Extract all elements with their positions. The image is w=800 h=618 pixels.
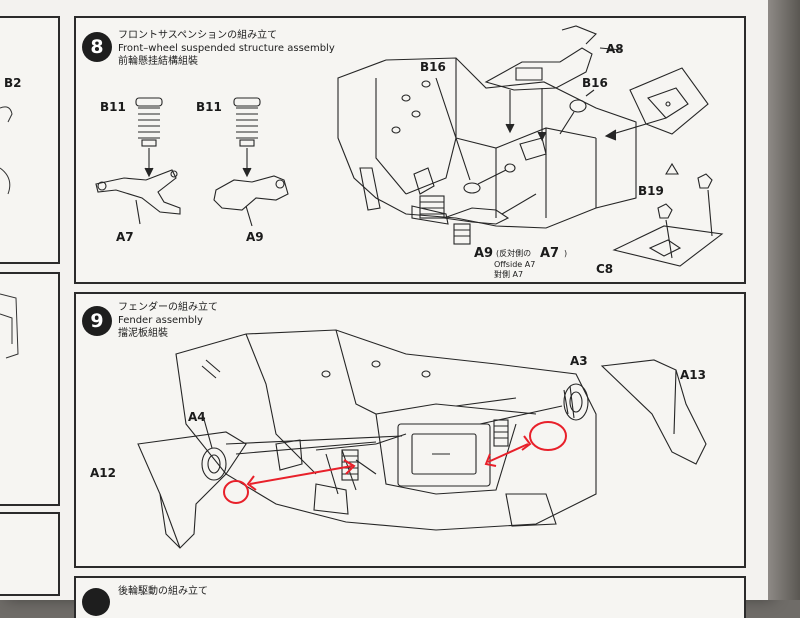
spring-b11-left [135, 97, 163, 147]
step-number-10 [82, 588, 110, 616]
offside-en: Offside A7 [494, 260, 536, 269]
a9-note-a7: A7 [540, 246, 560, 261]
left-column-panel-bottom [0, 512, 60, 596]
link-b16-left [435, 77, 516, 194]
step-9-panel: 9 フェンダーの組み立て Fender assembly 擋泥板組裝 A3 A1… [74, 292, 746, 568]
step-8-line-drawing [95, 25, 724, 267]
hub-a4 [201, 411, 227, 481]
part-label-b11-left: B11 [100, 100, 126, 114]
left-column-panel-middle [0, 272, 60, 506]
step-9-title-en: Fender assembly [118, 315, 203, 326]
step-10-title-ja: 後輪駆動の組み立て [118, 586, 208, 597]
link-b16-right [559, 89, 595, 135]
fender-a13 [600, 359, 707, 465]
arm-a7 [95, 169, 181, 225]
part-label-a9: A9 [246, 230, 264, 244]
hub-a3 [563, 383, 589, 421]
step-10-panel: 後輪駆動の組み立て [74, 576, 746, 618]
part-label-a3: A3 [570, 354, 588, 368]
left-column-drawing [0, 106, 13, 195]
step-8-title-en: Front–wheel suspended structure assembly [118, 43, 335, 54]
plate-c8 [612, 225, 724, 267]
step-9-title-ja: フェンダーの組み立て [118, 302, 218, 313]
step-number-8: 8 [82, 32, 112, 62]
step-8-title-ja: フロントサスペンションの組み立て [118, 30, 278, 41]
fender-a12 [137, 431, 247, 549]
left-column-drawing-2 [0, 293, 19, 359]
front-struts [341, 419, 509, 481]
part-label-b11-right: B11 [196, 100, 222, 114]
red-arrow-right [487, 443, 529, 463]
offside-zh: 對側 A7 [494, 270, 524, 279]
part-label-a7: A7 [116, 230, 134, 244]
red-circle-left [223, 480, 249, 504]
step-9-line-drawing [137, 329, 707, 549]
part-label-b16-right: B16 [582, 76, 608, 90]
bracket-a8 [484, 25, 597, 142]
left-column-panel-top: B2 [0, 16, 60, 264]
red-circle-right [529, 421, 567, 451]
chassis-front [337, 57, 637, 229]
part-label-a13: A13 [680, 368, 706, 382]
part-label-a12: A12 [90, 466, 116, 480]
nut-b19 [657, 173, 713, 259]
spring-b11-right [233, 97, 261, 147]
red-arrow-left [249, 465, 353, 485]
step-number-9: 9 [82, 306, 112, 336]
assembled-a9 [443, 193, 537, 245]
part-label-b2: B2 [4, 76, 22, 90]
red-annotations [223, 421, 567, 504]
part-label-b19: B19 [638, 184, 664, 198]
step-8-title-zh: 前輪懸挂結構組裝 [118, 56, 198, 67]
plate-part [604, 67, 709, 141]
a9-note-ja: (反対側の [496, 249, 532, 258]
part-label-b16-top: B16 [420, 60, 446, 74]
chassis-body [175, 329, 597, 531]
step-9-title-zh: 擋泥板組裝 [118, 328, 168, 339]
part-label-c8: C8 [596, 262, 614, 276]
part-label-a4: A4 [188, 410, 206, 424]
step-8-panel: 8 フロントサスペンションの組み立て Front–wheel suspended… [74, 16, 746, 284]
arm-a9 [213, 175, 289, 227]
instruction-sheet: B2 8 フロントサスペンションの組み立て Front–wheel suspen… [0, 0, 768, 618]
a9-note-close: ) [564, 249, 568, 258]
background-surface [768, 0, 800, 600]
part-label-a9-main: A9 [474, 246, 494, 261]
